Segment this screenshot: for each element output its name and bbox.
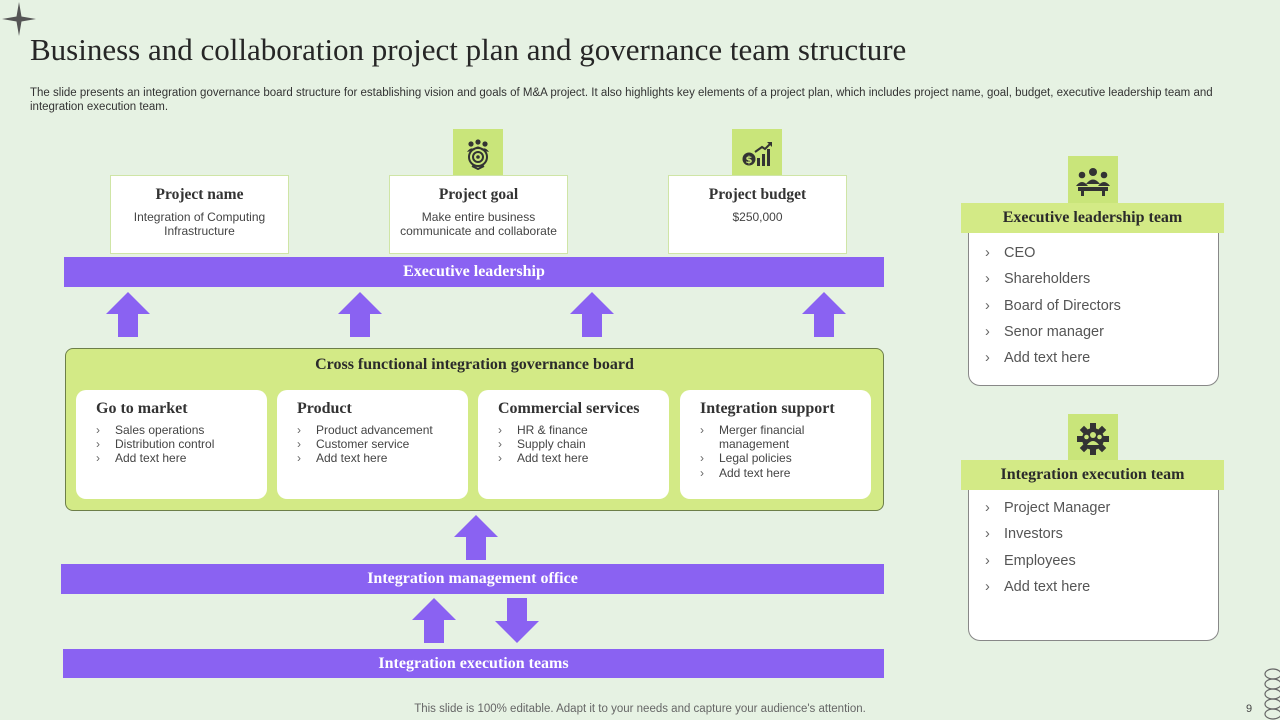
team-gear-icon bbox=[1068, 414, 1118, 464]
card-item: Customer service bbox=[297, 437, 468, 451]
card-item: Add text here bbox=[700, 466, 871, 480]
arrow-up-icon bbox=[802, 292, 846, 337]
integration-management-office-bar: Integration management office bbox=[61, 564, 884, 594]
card-item: Add text here bbox=[498, 451, 669, 465]
project-goal-box: Project goal Make entire business commun… bbox=[389, 175, 568, 254]
project-name-box: Project name Integration of Computing In… bbox=[110, 175, 289, 254]
governance-board: Cross functional integration governance … bbox=[65, 348, 884, 511]
footer-note: This slide is 100% editable. Adapt it to… bbox=[414, 703, 866, 715]
project-goal-value: Make entire business communicate and col… bbox=[400, 210, 557, 238]
card-item: Merger financial management bbox=[700, 423, 871, 451]
board-card-go-to-market: Go to market Sales operations Distributi… bbox=[76, 390, 267, 499]
executive-leadership-team-panel: CEO Shareholders Board of Directors Seno… bbox=[968, 233, 1219, 386]
card-title: Product bbox=[297, 400, 352, 417]
card-item: HR & finance bbox=[498, 423, 669, 437]
list-item: Employees bbox=[985, 553, 1218, 579]
board-card-commercial-services: Commercial services HR & finance Supply … bbox=[478, 390, 669, 499]
card-title: Commercial services bbox=[498, 400, 640, 417]
arrow-down-icon bbox=[495, 598, 539, 643]
arrow-up-icon bbox=[106, 292, 150, 337]
project-budget-box: Project budget $250,000 bbox=[668, 175, 847, 254]
card-item: Distribution control bbox=[96, 437, 267, 451]
list-item: Add text here bbox=[985, 579, 1218, 605]
list-item: Project Manager bbox=[985, 500, 1218, 526]
page-title: Business and collaboration project plan … bbox=[30, 32, 907, 67]
board-card-integration-support: Integration support Merger financial man… bbox=[680, 390, 871, 499]
arrow-up-icon bbox=[570, 292, 614, 337]
governance-board-title: Cross functional integration governance … bbox=[315, 356, 634, 373]
sparkle-star-icon bbox=[2, 2, 36, 36]
team-target-icon bbox=[453, 129, 503, 179]
card-item: Add text here bbox=[297, 451, 468, 465]
project-name-value: Integration of Computing Infrastructure bbox=[133, 210, 266, 238]
project-budget-value: $250,000 bbox=[732, 210, 783, 224]
executive-leadership-team-title: Executive leadership team bbox=[961, 203, 1224, 233]
money-growth-icon: $ bbox=[732, 129, 782, 179]
page-number: 9 bbox=[1246, 703, 1253, 715]
page-subtitle: The slide presents an integration govern… bbox=[30, 87, 1213, 113]
card-item: Supply chain bbox=[498, 437, 669, 451]
card-item: Legal policies bbox=[700, 451, 871, 465]
svg-text:$: $ bbox=[746, 155, 753, 166]
list-item: Add text here bbox=[985, 350, 1218, 376]
board-card-product: Product Product advancement Customer ser… bbox=[277, 390, 468, 499]
project-name-title: Project name bbox=[155, 186, 244, 203]
list-item: CEO bbox=[985, 245, 1218, 271]
card-item: Product advancement bbox=[297, 423, 468, 437]
project-goal-title: Project goal bbox=[438, 186, 519, 203]
list-item: Board of Directors bbox=[985, 298, 1218, 324]
project-budget-title: Project budget bbox=[708, 186, 807, 203]
card-title: Integration support bbox=[700, 400, 835, 417]
executive-leadership-bar: Executive leadership bbox=[64, 257, 884, 287]
integration-execution-teams-bar: Integration execution teams bbox=[63, 649, 884, 678]
arrow-up-icon bbox=[338, 292, 382, 337]
card-item: Sales operations bbox=[96, 423, 267, 437]
integration-execution-team-title: Integration execution team bbox=[961, 460, 1224, 490]
arrow-up-icon bbox=[412, 598, 456, 643]
list-item: Shareholders bbox=[985, 271, 1218, 297]
coil-decoration-icon bbox=[1264, 668, 1280, 720]
team-meeting-icon bbox=[1068, 156, 1118, 206]
card-item: Add text here bbox=[96, 451, 267, 465]
card-title: Go to market bbox=[96, 400, 188, 417]
list-item: Senor manager bbox=[985, 324, 1218, 350]
arrow-up-icon bbox=[454, 515, 498, 560]
integration-execution-team-panel: Project Manager Investors Employees Add … bbox=[968, 488, 1219, 641]
list-item: Investors bbox=[985, 526, 1218, 552]
